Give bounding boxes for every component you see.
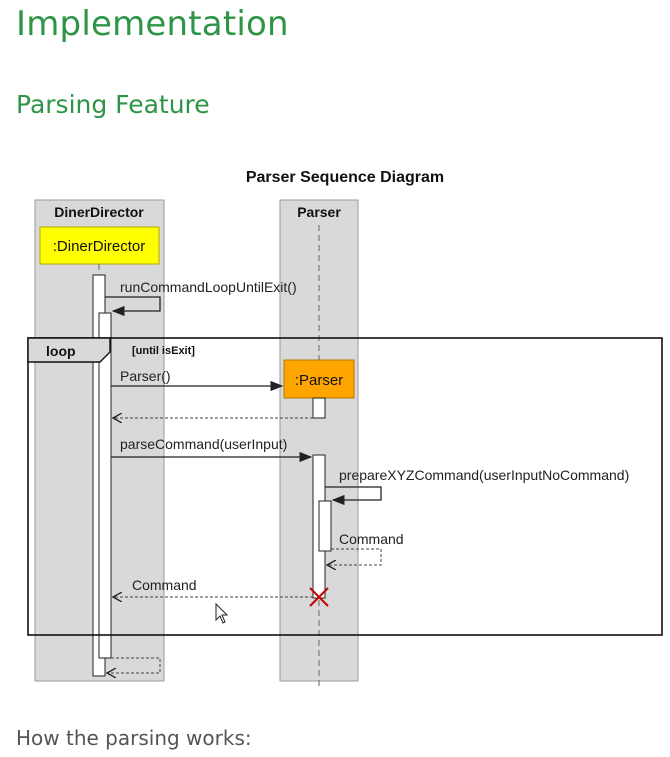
destroy-marker-icon: [309, 587, 329, 607]
instance-box-parser: [283, 359, 355, 399]
page-title: Implementation: [16, 4, 289, 44]
instance-label-dinerdirector: :DinerDirector: [53, 238, 146, 255]
message-self-call-label: runCommandLoopUntilExit(): [120, 279, 297, 295]
paragraph-heading: How the parsing works:: [16, 726, 252, 750]
loop-guard-label: [until isExit]: [132, 345, 195, 357]
message-parser-self-return-label: Command: [339, 531, 404, 547]
section-title: Parsing Feature: [16, 90, 210, 119]
message-final-return-arrow: [107, 657, 161, 673]
lifeline-box-parser: [279, 199, 359, 682]
activation-parser-inner: [318, 500, 332, 552]
message-parser-self-call-label: prepareXYZCommand(userInputNoCommand): [339, 467, 629, 483]
loop-operator-label: loop: [46, 343, 76, 359]
instance-label-parser: :Parser: [295, 372, 343, 389]
message-parser-self-call-arrow: [325, 486, 382, 506]
message-self-call-arrow: [105, 296, 161, 317]
diagram-title: Parser Sequence Diagram: [246, 169, 444, 186]
loop-fragment: [27, 337, 663, 636]
message-create-label: Parser(): [120, 368, 171, 384]
participant-header-dinerdirector: DinerDirector: [54, 204, 144, 220]
activation-dinerdirector-inner: [98, 312, 112, 659]
message-return-label: Command: [132, 577, 197, 593]
participant-header-parser: Parser: [297, 204, 341, 220]
message-parser-self-return-arrow: [327, 548, 382, 565]
activation-parser-create: [312, 397, 326, 419]
message-call-label: parseCommand(userInput): [120, 436, 287, 452]
instance-box-dinerdirector: [39, 226, 160, 265]
mouse-cursor-icon: [215, 602, 229, 624]
loop-operator-tab: [27, 337, 111, 363]
